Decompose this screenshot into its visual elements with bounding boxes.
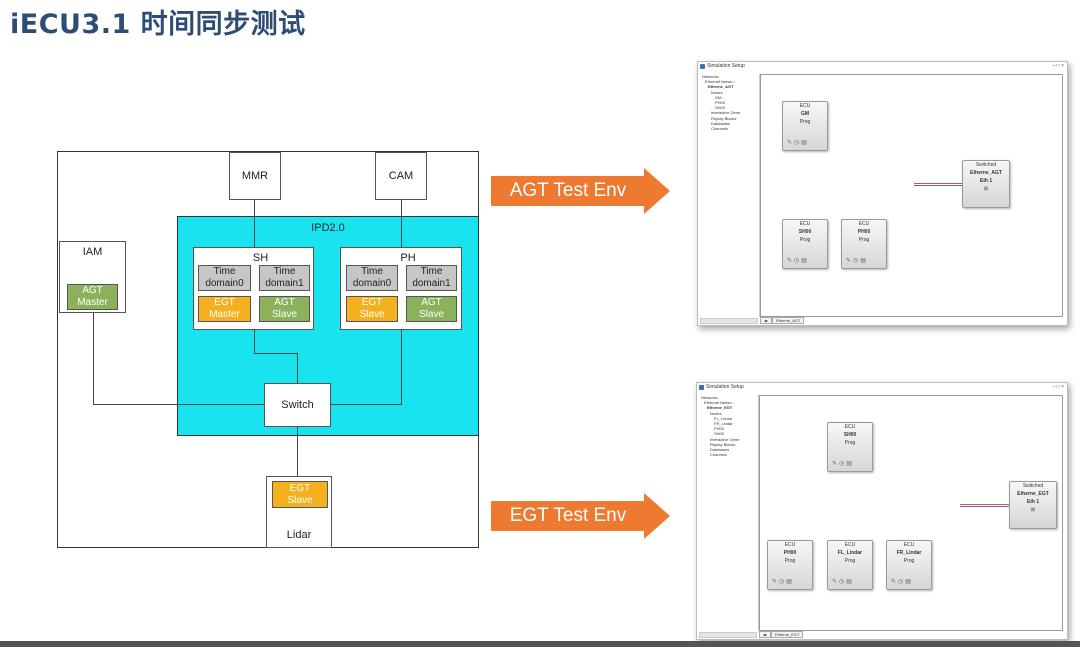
ph-time-domain1: Time domain1 xyxy=(406,265,457,291)
sh-egt-master: EGT Master xyxy=(198,296,251,322)
window-controls[interactable]: – □ × xyxy=(1052,384,1065,390)
tree-scrollbar[interactable] xyxy=(699,632,757,638)
lidar-egt-slave: EGT Slave xyxy=(272,481,328,508)
network-tab[interactable]: ◂▸Etherne_AGT xyxy=(760,317,805,324)
ethernet-link xyxy=(914,183,963,186)
sh-time-domain1: Time domain1 xyxy=(259,265,310,291)
iam-agt-master: AGT Master xyxy=(67,284,118,310)
tree-scrollbar[interactable] xyxy=(700,318,758,324)
app-icon xyxy=(699,385,704,390)
ph-time-domain0: Time domain0 xyxy=(346,265,398,291)
iam-box: IAM AGT Master xyxy=(59,241,126,313)
sh-agt-slave: AGT Slave xyxy=(259,296,310,322)
page-title: iECU3.1 时间同步测试 xyxy=(10,9,306,40)
sh-block: SH Time domain0 Time domain1 EGT Master … xyxy=(193,247,314,330)
window-title: Simulation Setup xyxy=(706,384,744,390)
network-tab[interactable]: ◂▸Etherne_EGT xyxy=(759,631,804,638)
network-tree[interactable]: Networks Ethernet Netwo... Etherne_EGT N… xyxy=(699,395,759,631)
ipd-label: IPD2.0 xyxy=(311,222,345,234)
ph-block: PH Time domain0 Time domain1 EGT Slave A… xyxy=(340,247,462,330)
egt-test-env-arrow: EGT Test Env xyxy=(491,493,671,539)
ph-egt-slave: EGT Slave xyxy=(346,296,398,322)
bottom-bar xyxy=(0,641,1080,647)
architecture-diagram: IPD2.0 MMR CAM IAM AGT Master SH Time do… xyxy=(57,151,479,548)
window-title: Simulation Setup xyxy=(707,63,745,69)
sh-time-domain0: Time domain0 xyxy=(198,265,251,291)
mmr-box: MMR xyxy=(229,152,281,200)
cam-box: CAM xyxy=(375,152,427,200)
switch-box: Switch xyxy=(264,383,331,427)
agt-test-env-arrow: AGT Test Env xyxy=(491,168,671,214)
app-icon xyxy=(700,64,705,69)
network-tree[interactable]: Networks Ethernet Netwo... Etherne_AGT N… xyxy=(700,74,760,317)
lidar-box: EGT Slave Lidar xyxy=(266,476,332,548)
agt-simulation-window: Simulation Setup – □ × Networks Ethernet … xyxy=(697,61,1068,326)
egt-simulation-window: Simulation Setup – □ × Networks Ethernet … xyxy=(696,382,1068,640)
ph-agt-slave: AGT Slave xyxy=(406,296,457,322)
ethernet-link xyxy=(960,504,1010,507)
window-controls[interactable]: – □ × xyxy=(1052,63,1065,69)
